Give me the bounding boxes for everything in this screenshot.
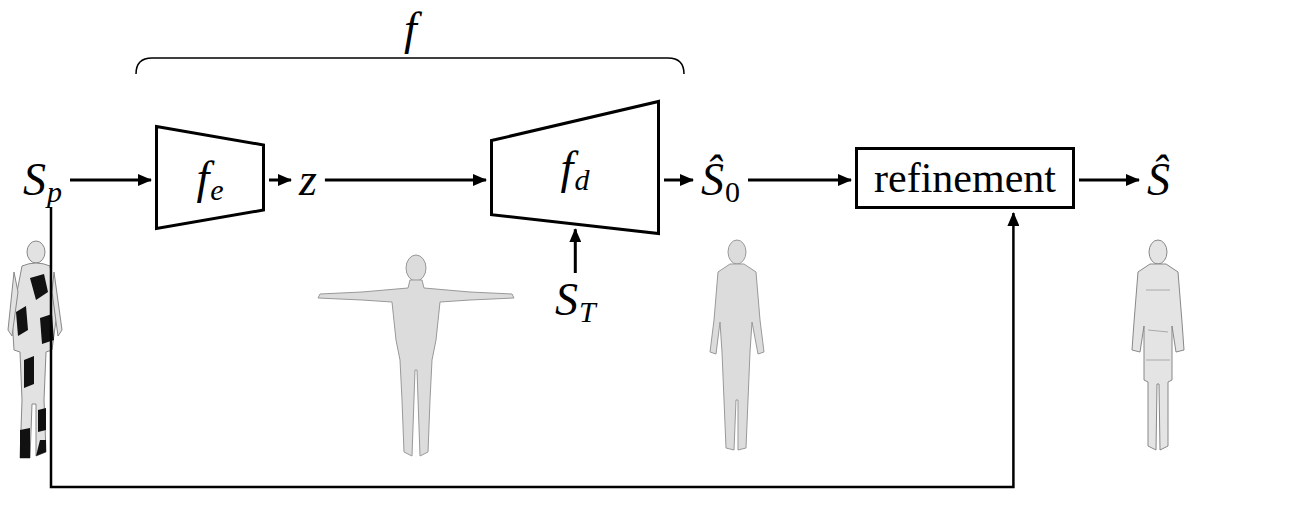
refined-figure: [1132, 240, 1184, 450]
missing-regions: [16, 274, 54, 458]
trapezoid-outline: [157, 127, 264, 229]
latent-symbol: z: [295, 155, 321, 205]
coarse-figure: [710, 240, 764, 450]
symbol-text: S: [555, 277, 578, 323]
encoder-trapezoid: fe: [155, 125, 265, 230]
trapezoid-outline: [492, 102, 659, 234]
input-symbol: Sp: [19, 155, 66, 205]
subscript-text: e: [210, 175, 223, 205]
subscript-text: T: [579, 297, 596, 327]
template-symbol: ST: [551, 275, 600, 325]
arrow-connector: [574, 229, 577, 273]
output-symbol: Ŝ: [1143, 155, 1174, 205]
symbol-text: z: [299, 157, 317, 203]
symbol-text: Ŝ: [1147, 157, 1170, 203]
symbol-text: Ŝ: [701, 157, 724, 203]
arrow-connector: [325, 179, 486, 182]
symbol-text: refinement: [874, 157, 1056, 199]
partial-scan-figure: [8, 241, 62, 458]
refinement-box: refinement: [855, 147, 1075, 209]
decoder-trapezoid: fd: [490, 100, 660, 235]
subscript-text: 0: [725, 177, 740, 207]
symbol-text: f: [561, 145, 574, 191]
bracket: [136, 58, 684, 74]
arrow-connector: [51, 207, 1013, 487]
template-figure: [318, 255, 514, 456]
arrow-connector: [70, 179, 151, 182]
subscript-text: d: [574, 165, 589, 195]
coarse-output-symbol: Ŝ0: [697, 155, 744, 205]
trapezoid-outline: [155, 125, 265, 230]
symbol-text: f: [196, 155, 209, 201]
arrow-connector: [748, 179, 851, 182]
arrow-connector: [269, 179, 291, 182]
subscript-text: p: [47, 177, 62, 207]
bracket-label: f: [404, 6, 417, 52]
arrow-connector: [1079, 179, 1139, 182]
symbol-text: S: [23, 157, 46, 203]
arrow-connector: [664, 179, 693, 182]
